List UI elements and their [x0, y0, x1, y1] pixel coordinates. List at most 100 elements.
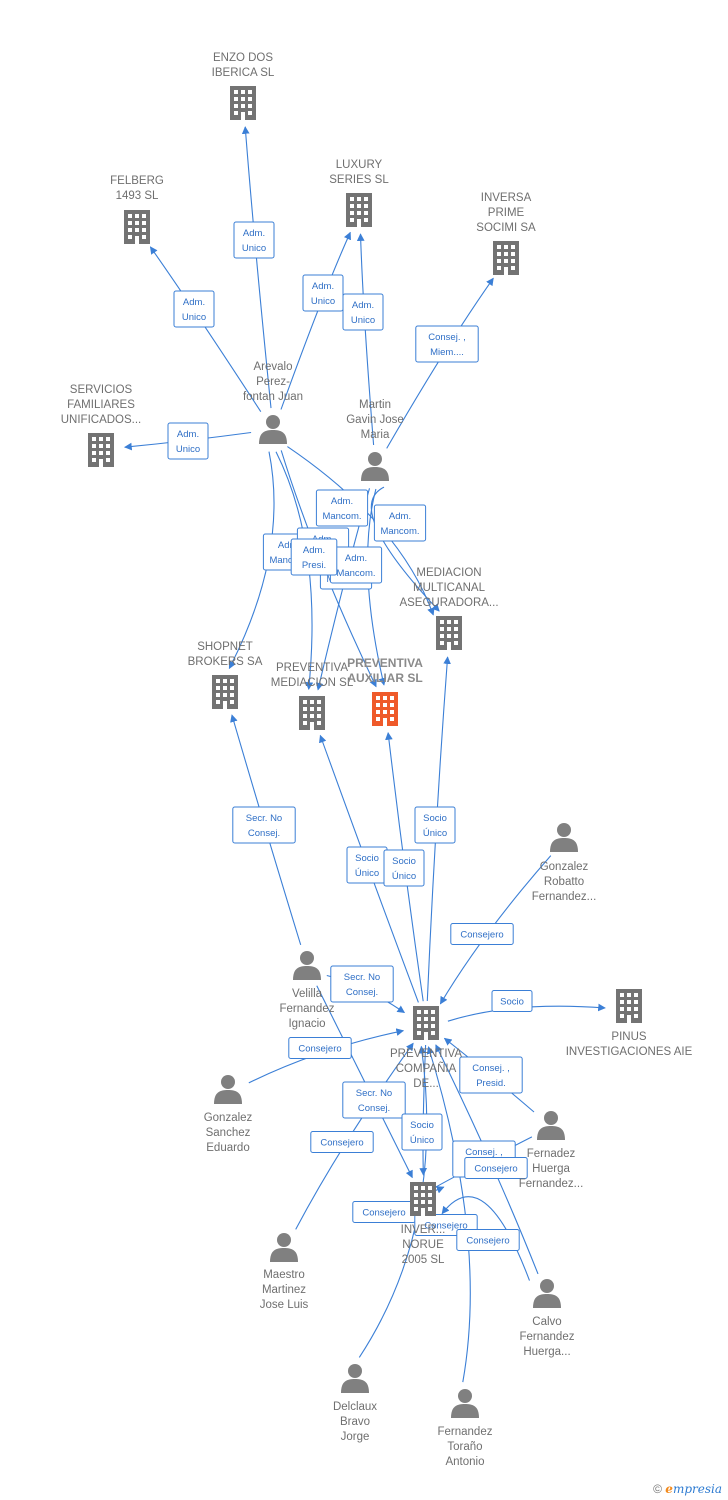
node-servicios[interactable]: SERVICIOSFAMILIARESUNIFICADOS... [61, 384, 142, 467]
edge-label[interactable]: Consej. ,Miem.... [415, 325, 479, 363]
edge-label-text: Consej. [248, 828, 280, 839]
copyright-icon: © [653, 1482, 662, 1496]
node-label: ENZO DOS [213, 52, 273, 64]
edge-label[interactable]: Consej. ,Presid. [459, 1056, 523, 1094]
edge-label-text: Adm. [278, 540, 300, 551]
building-icon [493, 241, 519, 275]
edge-label-text: Socio [355, 853, 379, 864]
edge-label-text: Unico [351, 315, 375, 326]
node-label: Fernandez [438, 1426, 493, 1438]
node-label: Fernandez... [532, 891, 597, 903]
node-gonzrob[interactable]: GonzalezRobattoFernandez... [532, 823, 597, 903]
edge-label[interactable]: Consejero [288, 1037, 352, 1059]
edge-label-text: Consejero [466, 1236, 509, 1247]
node-label: AUXILIAR SL [347, 671, 422, 685]
edge-label[interactable]: Adm.Presi. [290, 538, 338, 576]
edge-label-text: Presid. [476, 1078, 506, 1089]
node-label: Martinez [262, 1284, 306, 1296]
node-label: INVESTIGACIONES AIE [566, 1046, 693, 1058]
edge-label[interactable]: Consejero [464, 1157, 528, 1179]
edge-label-text: Presi. [302, 560, 326, 571]
node-label: Martin [359, 399, 391, 411]
edge-label[interactable]: Adm.Unico [342, 293, 384, 331]
node-label: 2005 SL [402, 1254, 445, 1266]
footer-brand[interactable]: © empresia [653, 1482, 722, 1496]
edge-label-text: Mancom. [336, 568, 375, 579]
edge-label-text: Consejero [320, 1138, 363, 1149]
node-calvo[interactable]: CalvoFernandezHuerga... [520, 1279, 575, 1358]
node-label: Maestro [263, 1269, 305, 1281]
edge-label-text: Mancom. [380, 526, 419, 537]
edge-label-text: Miem.... [430, 347, 464, 358]
node-label: Perez- [256, 376, 290, 388]
edge-label-text: Único [392, 871, 416, 882]
building-icon [230, 86, 256, 120]
node-label: MEDIACION [416, 567, 481, 579]
node-label: Antonio [445, 1456, 484, 1468]
node-label: SOCIMI SA [476, 222, 536, 234]
edge-label[interactable]: Adm.Unico [173, 290, 215, 328]
building-icon [124, 210, 150, 244]
edge-label[interactable]: Adm.Mancom. [373, 504, 427, 542]
edge-label-text: Consej. , [465, 1147, 503, 1158]
node-label: Bravo [340, 1416, 370, 1428]
edge-label-text: Mancom. [269, 555, 308, 566]
edge-label-text: Consejero [424, 1221, 467, 1232]
edge-label[interactable]: Adm.Unico [167, 422, 209, 460]
edge-label[interactable]: Adm.Unico [233, 221, 275, 259]
node-label: MULTICANAL [413, 582, 486, 594]
building-icon [212, 675, 238, 709]
node-label: Gonzalez [540, 861, 589, 873]
edge-label[interactable]: Adm.Unico [302, 274, 344, 312]
node-fernhue[interactable]: FernadezHuergaFernandez... [519, 1111, 584, 1190]
node-prevcomp[interactable]: PREVENTIVACOMPAÑIADE... [390, 1006, 462, 1090]
edge-calvo-invnorue [441, 1196, 531, 1281]
edge-label[interactable]: Adm.Mancom. [315, 489, 369, 527]
edge-label-text: Unico [182, 312, 206, 323]
node-label: UNIFICADOS... [61, 414, 142, 426]
node-label: INVERSA [481, 192, 532, 204]
edge-label-text: Secr. No [344, 972, 380, 983]
edge-label-text: Consejero [460, 930, 503, 941]
edge-label-text: Socio [423, 813, 447, 824]
node-inversa[interactable]: INVERSA PRIME SOCIMI SA [476, 192, 536, 275]
edge-arevalo-luxury [280, 231, 351, 410]
edge-label[interactable]: Adm.Mancom. [329, 546, 383, 584]
person-icon [537, 1111, 565, 1140]
edge-label-text: Adm. [177, 429, 199, 440]
edge-label[interactable]: Consejero [310, 1131, 374, 1153]
node-mediacionm[interactable]: MEDIACIONMULTICANALASEGURADORA... [399, 567, 499, 650]
edge-label[interactable]: Socio [491, 990, 533, 1012]
node-label: DE... [413, 1078, 439, 1090]
edge-label[interactable]: Consejero [450, 923, 514, 945]
edge-label[interactable]: Consejero [456, 1229, 520, 1251]
edge-label[interactable]: Consejero [352, 1201, 416, 1223]
node-label: PRIME [488, 207, 525, 219]
node-label: Maria [361, 429, 390, 441]
node-label: Robatto [544, 876, 584, 888]
